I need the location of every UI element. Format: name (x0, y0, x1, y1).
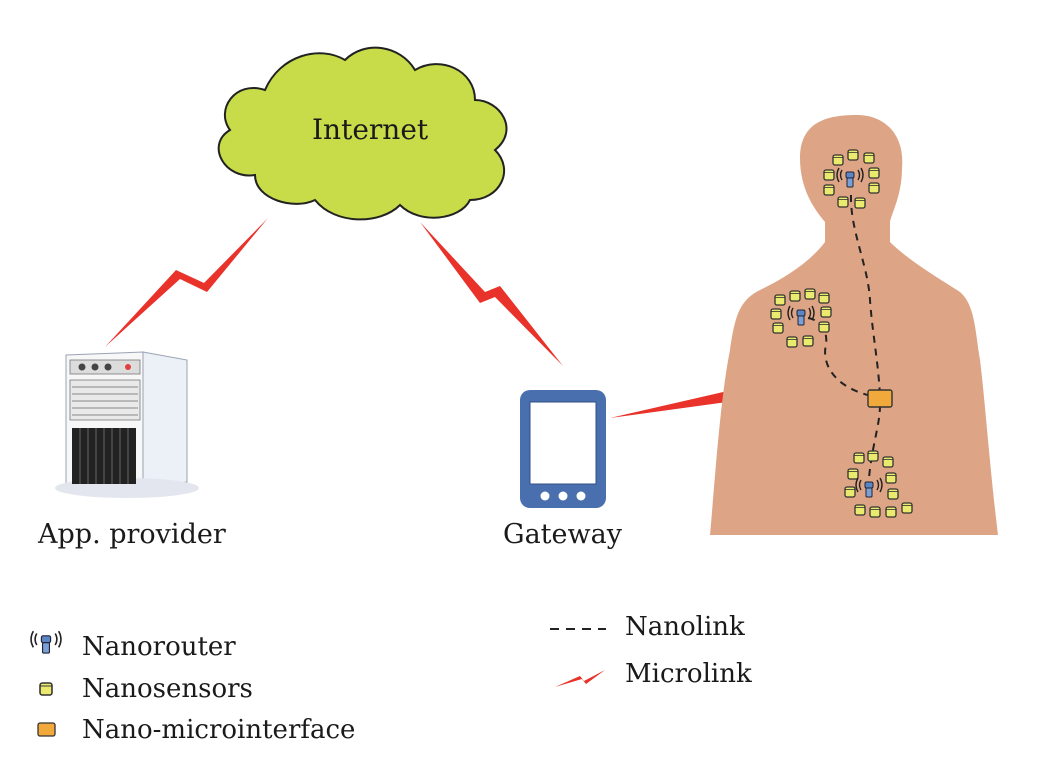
human-body (710, 115, 998, 535)
legend-microlink-label: Microlink (625, 659, 752, 689)
nanolink-head-interface (849, 194, 881, 396)
internet-label: Internet (312, 113, 429, 146)
nano-microinterface (867, 389, 893, 408)
nanolink-shoulder-interface (807, 317, 869, 396)
microlink-legend-icon (555, 670, 605, 687)
legend-nano-microinterface-label: Nano-microinterface (82, 715, 356, 745)
nanosensor-legend-icon (39, 682, 53, 696)
nano-microinterface-legend-icon (37, 722, 56, 737)
microlink-server-cloud (105, 218, 268, 347)
gateway-tablet-icon (520, 390, 606, 508)
app-provider-label: App. provider (38, 519, 226, 550)
internet-cloud (217, 46, 508, 221)
server-icon (55, 351, 199, 498)
legend-nanolink-label: Nanolink (625, 612, 745, 642)
nanolink-interface-abdomen (868, 404, 881, 479)
legend-nanosensors-label: Nanosensors (82, 674, 253, 704)
legend-nanorouter-label: Nanorouter (82, 632, 236, 662)
nanorouter-legend-icon (30, 630, 62, 654)
gateway-label: Gateway (503, 519, 622, 550)
microlink-cloud-gateway (420, 222, 563, 366)
